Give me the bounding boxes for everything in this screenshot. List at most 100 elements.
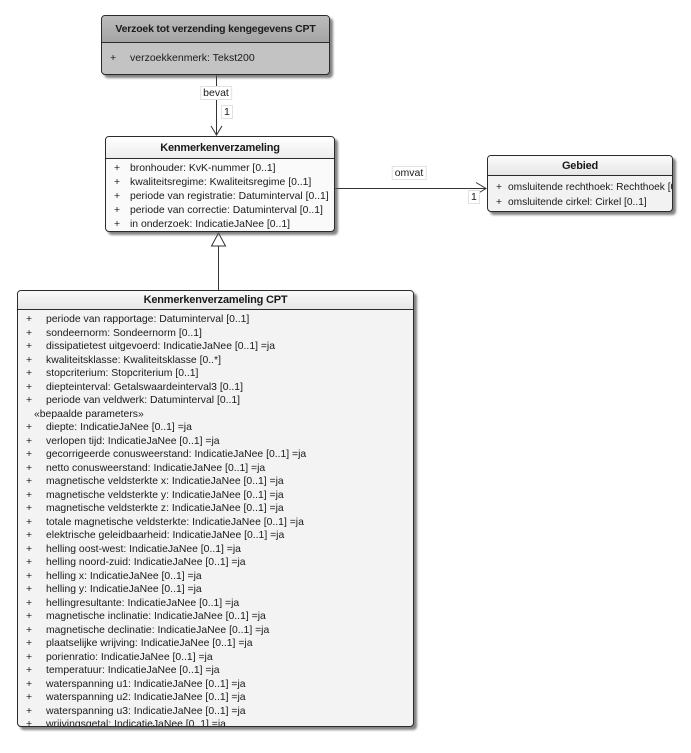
attribute-text: waterspanning u1: IndicatieJaNee [0..1] … [46,678,246,690]
attribute-row: +periode van veldwerk: Datuminterval [0.… [18,394,413,408]
attribute-text: elektrische geleidbaarheid: IndicatieJaN… [46,530,285,541]
omvat-target-multiplicity: 1 [468,190,480,204]
attribute-row: +plaatselijke wrijving: IndicatieJaNee [… [18,637,413,651]
visibility-public-symbol: + [26,678,33,690]
attribute-row: + magnetische veldsterkte z: IndicatieJaN… [18,502,413,516]
attributes-compartment: + periode van rapportage: Datuminterval [… [18,310,413,727]
attribute-row: + hellingresultante: IndicatieJaNee [0..1… [18,597,413,611]
attribute-row: + periode van rapportage: Datuminterval [… [18,313,413,327]
class-title: Kenmerkenverzameling CPT [18,291,413,310]
visibility-public-symbol: + [26,719,33,727]
visibility-public-symbol: + [26,489,33,501]
visibility-public-symbol: + [26,476,33,487]
visibility-public-symbol: + [26,381,33,393]
visibility-public-symbol: + [26,624,33,636]
attribute-text: kwaliteitsklasse: Kwaliteitsklasse [0..*… [46,354,221,366]
attribute-row: + netto conusweerstand: IndicatieJaNee [0… [18,462,413,476]
visibility-public-symbol: + [26,597,33,609]
attribute-row: +dissipatietest uitgevoerd: IndicatieJaN… [18,340,413,354]
attribute-text: diepteinterval: Getalswaardeinterval3 [0… [46,381,243,393]
attribute-text: magnetische inclinatie: IndicatieJaNee [… [46,611,266,622]
attribute-text: waterspanning u2: IndicatieJaNee [0..1] … [46,692,246,703]
attribute-text: porienratio: IndicatieJaNee [0..1] =ja [46,651,213,663]
attribute-row: + waterspanning u1: IndicatieJaNee [0..1]… [18,678,413,692]
attribute-text: verlopen tijd: IndicatieJaNee [0..1] =ja [46,435,220,447]
attribute-text: helling y: IndicatieJaNee [0..1] =ja [46,584,202,595]
visibility-public-symbol: + [26,503,33,514]
visibility-public-symbol: + [26,543,33,555]
attribute-row: + bronhouder: KvK-nummer [0..1] [106,162,334,176]
attribute-row: + helling oost-west: IndicatieJaNee [0..1… [18,543,413,557]
visibility-public-symbol: + [26,705,33,717]
attribute-text: periode van correctie: Datuminterval [0.… [130,205,323,216]
class-gebied[interactable]: Gebied +omsluitende rechthoek: Rechthoek… [487,155,673,212]
visibility-public-symbol: + [26,462,33,474]
attribute-row: +magnetische veldsterkte x: IndicatieJaN… [18,475,413,489]
attribute-row: +helling x: IndicatieJaNee [0..1] =ja [18,570,413,584]
visibility-public-symbol: + [110,52,117,64]
visibility-public-symbol: + [26,584,33,595]
visibility-public-symbol: + [114,163,121,174]
attributes-compartment: +omsluitende rechthoek: Rechthoek [0..1]… [488,176,672,210]
attribute-row: + wrijvingsgetal: IndicatieJaNee [0..1] =… [18,718,413,727]
generalization-edge[interactable] [210,231,227,290]
attribute-row: +periode van registratie: Datuminterval … [106,190,334,204]
attribute-row: +gecorrigeerde conusweerstand: Indicatie… [18,448,413,462]
attribute-row: +magnetische declinatie: IndicatieJaNee … [18,624,413,638]
visibility-public-symbol: + [26,368,33,379]
attribute-text: hellingresultante: IndicatieJaNee [0..1]… [46,597,240,609]
attribute-text: dissipatietest uitgevoerd: IndicatieJaNe… [46,341,276,352]
visibility-public-symbol: + [26,354,33,366]
visibility-public-symbol: + [26,611,33,622]
attribute-text: plaatselijke wrijving: IndicatieJaNee [0… [46,638,253,649]
attribute-text: helling oost-west: IndicatieJaNee [0..1]… [46,543,241,555]
attribute-text: omsluitende cirkel: Cirkel [0..1] [508,197,647,208]
attribute-text: stopcriterium: Stopcriterium [0..1] [46,368,199,379]
class-title: Kenmerkenverzameling [106,137,334,159]
bevat-edge-label: bevat [200,86,232,100]
attribute-group-main: + periode van rapportage: Datuminterval [… [18,313,413,408]
attribute-text: kwaliteitsregime: Kwaliteitsregime [0..1… [130,177,312,188]
attribute-row: + diepteinterval: Getalswaardeinterval3 [… [18,381,413,395]
visibility-public-symbol: + [26,435,33,447]
attribute-row: + magnetische inclinatie: IndicatieJaNee … [18,610,413,624]
attribute-row: + waterspanning u2: IndicatieJaNee [0..1]… [18,691,413,705]
attributes-compartment: +verzoekkenmerk: Tekst200 [102,43,329,65]
class-kenmerkenverzameling-cpt[interactable]: Kenmerkenverzameling CPT + periode van ra… [17,290,414,727]
attribute-text: netto conusweerstand: IndicatieJaNee [0.… [46,462,266,474]
attribute-row: +totale magnetische veldsterkte: Indicat… [18,516,413,530]
attribute-text: sondeernorm: Sondeernorm [0..1] [46,327,202,339]
visibility-public-symbol: + [496,197,502,208]
bevat-target-multiplicity: 1 [221,105,233,119]
visibility-public-symbol: + [26,422,33,433]
visibility-public-symbol: + [26,314,33,325]
attribute-row: +helling noord-zuid: IndicatieJaNee [0..… [18,556,413,570]
attribute-text: periode van rapportage: Datuminterval [0… [46,314,250,325]
attribute-row: +magnetische veldsterkte y: IndicatieJaN… [18,489,413,503]
attribute-text: periode van registratie: Datuminterval [… [130,191,329,202]
visibility-public-symbol: + [26,692,33,703]
visibility-public-symbol: + [26,665,33,676]
visibility-public-symbol: + [26,557,33,568]
class-title: Gebied [488,156,672,176]
attributes-compartment: + bronhouder: KvK-nummer [0..1] + kwaliteit… [106,159,334,231]
visibility-public-symbol: + [114,205,121,216]
class-kenmerkenverzameling[interactable]: Kenmerkenverzameling + bronhouder: KvK-nu… [105,136,335,232]
visibility-public-symbol: + [26,530,33,541]
omvat-edge-label: omvat [391,166,427,180]
attribute-text: gecorrigeerde conusweerstand: IndicatieJ… [46,449,307,460]
class-verzoek-tot-verzending-kengegevens-cpt[interactable]: Verzoek tot verzending kengegevens CPT +… [101,15,330,75]
attribute-row: +temperatuur: IndicatieJaNee [0..1] =ja [18,664,413,678]
omvat-association-edge[interactable] [335,182,487,195]
attribute-text: magnetische veldsterkte z: IndicatieJaNe… [46,503,284,514]
attribute-text: wrijvingsgetal: IndicatieJaNee [0..1] =j… [46,719,226,727]
attribute-row: +diepte: IndicatieJaNee [0..1] =ja [18,421,413,435]
attribute-text: waterspanning u3: IndicatieJaNee [0..1] … [46,705,246,717]
attribute-group-bepaalde-parameters: +diepte: IndicatieJaNee [0..1] =ja+verlo… [18,421,413,727]
attribute-text: bronhouder: KvK-nummer [0..1] [130,163,276,174]
visibility-public-symbol: + [114,219,121,230]
generalization-triangle-icon [210,231,227,247]
attribute-text: periode van veldwerk: Datuminterval [0..… [46,395,241,406]
visibility-public-symbol: + [26,570,33,582]
